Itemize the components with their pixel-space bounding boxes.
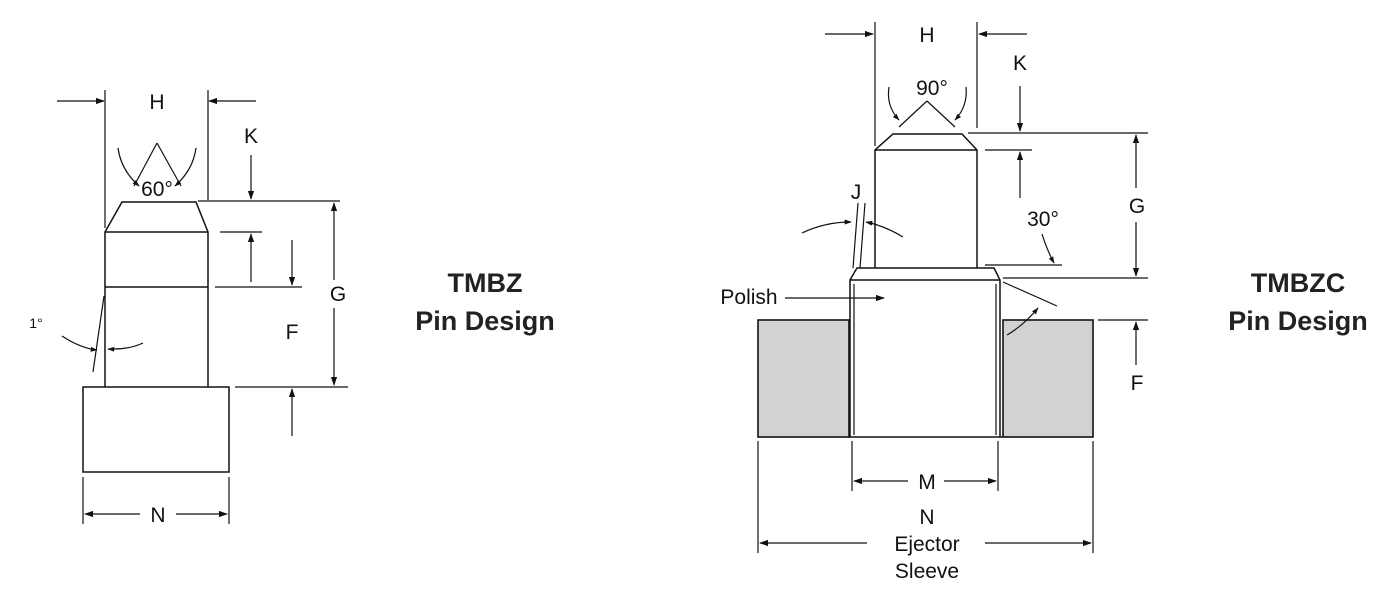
tmbzc-g-dimension (1003, 134, 1148, 279)
ejector-sleeve-left (757, 319, 850, 438)
tmbzc-pin-drawing: H 90° K 30° G (720, 22, 1148, 583)
sleeve-label: Sleeve (895, 560, 959, 583)
tmbzc-f-dimension (1098, 319, 1148, 365)
tmbzc-point-angle-90 (887, 86, 967, 128)
tmbz-taper-angle-label: 1° (29, 315, 42, 331)
tmbzc-j-label: J (851, 181, 862, 204)
tmbzc-g-label: G (1129, 195, 1145, 218)
tmbz-taper-angle-1 (61, 295, 144, 373)
tmbz-title-line2: Pin Design (415, 306, 555, 336)
tmbz-title-line1: TMBZ (448, 268, 523, 298)
tmbzc-sleeve-chamfer-leader (1002, 281, 1058, 336)
tmbzc-h-label: H (919, 24, 934, 47)
tmbzc-title-line1: TMBZC (1251, 268, 1345, 298)
tmbz-pin-drawing: H 60° K G F (29, 90, 348, 527)
tmbzc-chamfer-angle-label: 30° (1027, 208, 1059, 231)
tmbzc-k-dimension (968, 86, 1148, 198)
tmbz-h-label: H (149, 91, 164, 114)
tmbzc-chamfer-angle-30 (985, 233, 1062, 266)
polish-label: Polish (720, 286, 777, 309)
tmbz-k-label: K (244, 125, 258, 148)
tmbzc-m-label: M (918, 471, 936, 494)
tmbzc-f-label: F (1131, 372, 1144, 395)
tmbzc-k-label: K (1013, 52, 1027, 75)
tmbzc-n-dimension (757, 441, 1094, 553)
tmbzc-title-line2: Pin Design (1228, 306, 1368, 336)
tmbz-g-dimension (215, 202, 348, 388)
tmbz-n-label: N (150, 504, 165, 527)
tmbz-k-dimension (198, 155, 340, 282)
tmbz-f-label: F (286, 321, 299, 344)
tmbzc-point-angle-label: 90° (916, 77, 948, 100)
tmbz-n-dimension (82, 477, 230, 524)
tmbz-point-angle-60 (117, 142, 197, 187)
tmbzc-h-dimension (825, 22, 1027, 146)
tmbzc-n-label: N (919, 506, 934, 529)
tmbz-pin-outline (104, 201, 209, 387)
ejector-sleeve-right (1002, 319, 1094, 438)
tmbzc-j-dimension (801, 202, 904, 269)
tmbz-point-angle-label: 60° (141, 178, 173, 201)
ejector-label: Ejector (894, 533, 959, 556)
tmbzc-m-dimension (851, 441, 999, 491)
tmbz-g-label: G (330, 283, 346, 306)
tmbzc-pin-outline (849, 133, 1003, 438)
tmbz-h-dimension (57, 90, 256, 228)
tmbz-pin-head (82, 386, 230, 473)
